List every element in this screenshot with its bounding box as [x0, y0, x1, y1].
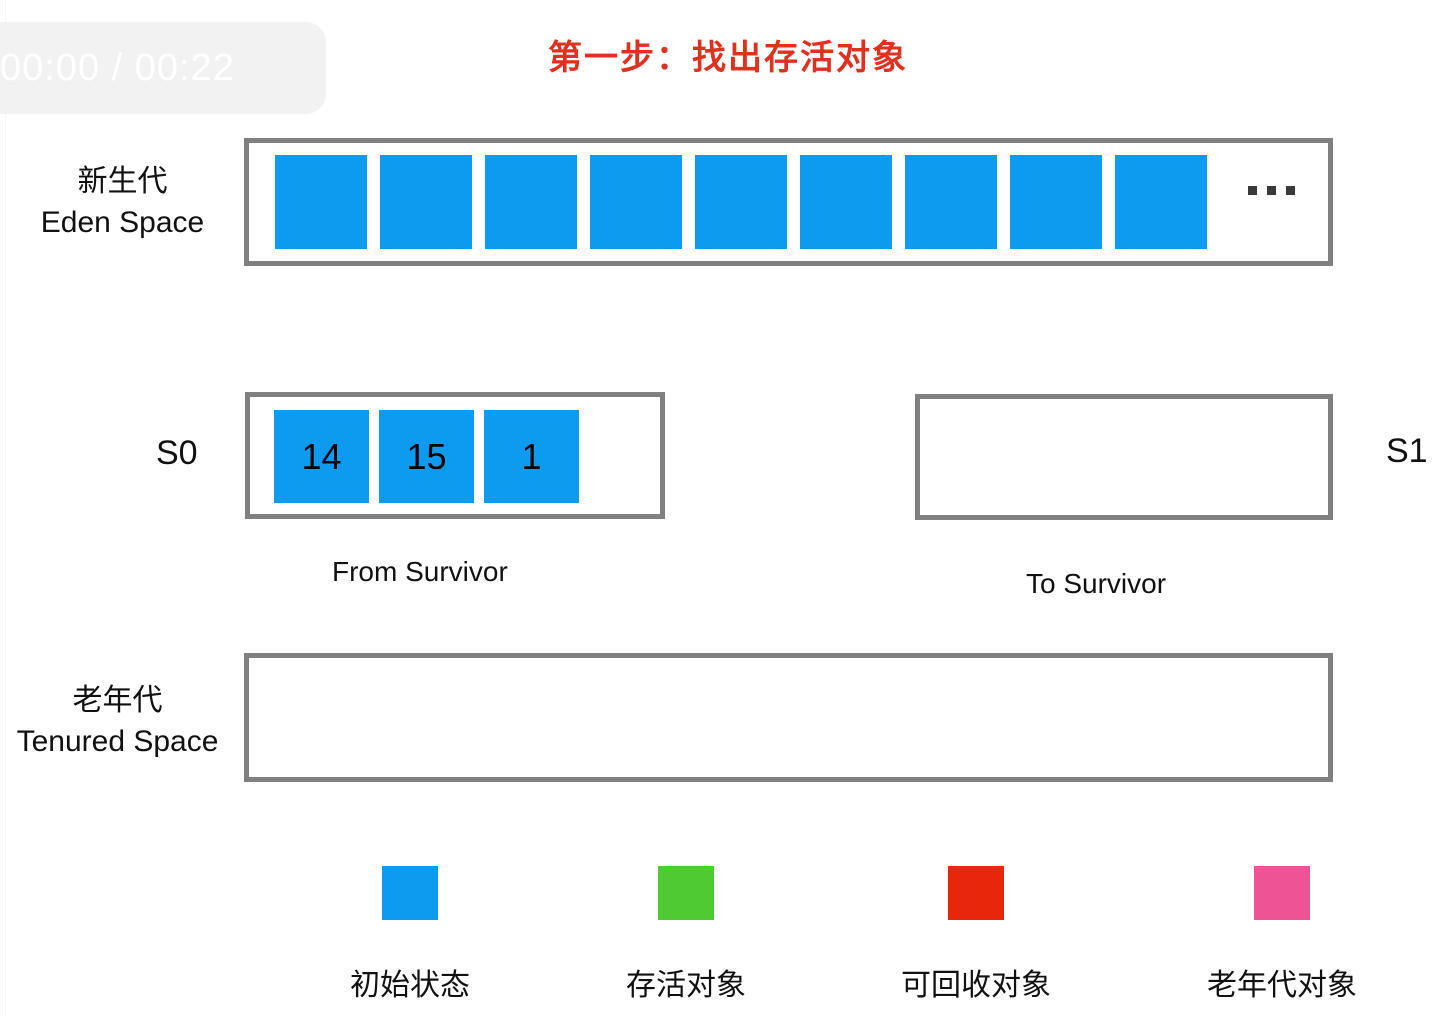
eden-object	[800, 155, 892, 249]
to-survivor-caption: To Survivor	[1026, 568, 1167, 599]
eden-object	[905, 155, 997, 249]
legend-label-initial-state: 初始状态	[350, 969, 470, 1002]
legend-item-alive-object: 存活对象	[566, 866, 806, 1004]
legend-item-tenured-object: 老年代对象	[1162, 866, 1402, 1004]
eden-object	[1010, 155, 1102, 249]
legend-swatch-initial-state	[382, 866, 438, 920]
page-title: 第一步：找出存活对象	[548, 39, 908, 77]
survivor-from-object: 15	[379, 410, 474, 503]
tenured-space-region	[244, 653, 1333, 782]
survivor-to-side-label: S1	[1386, 432, 1428, 470]
survivor-from-side-label: S0	[156, 434, 198, 472]
eden-object	[380, 155, 472, 249]
legend: 初始状态 存活对象 可回收对象 老年代对象	[0, 866, 1456, 1006]
eden-object	[275, 155, 367, 249]
eden-label-en: Eden Space	[40, 205, 205, 239]
eden-object	[590, 155, 682, 249]
tenured-label-en: Tenured Space	[16, 724, 219, 758]
video-timestamp: 00:00 / 00:22	[0, 46, 235, 89]
legend-item-collectible-object: 可回收对象	[856, 866, 1096, 1004]
eden-space-label: 新生代 Eden Space	[10, 162, 235, 243]
eden-object	[1115, 155, 1207, 249]
eden-label-cn: 新生代	[77, 165, 168, 198]
video-time-overlay: 00:00 / 00:22	[0, 22, 326, 114]
eden-overflow-ellipsis-icon	[1248, 186, 1308, 198]
tenured-space-label: 老年代 Tenured Space	[0, 681, 235, 762]
from-survivor-caption: From Survivor	[332, 556, 508, 587]
legend-label-alive-object: 存活对象	[626, 969, 746, 1002]
tenured-label-cn: 老年代	[72, 684, 163, 717]
survivor-from-object: 1	[484, 410, 579, 503]
legend-label-collectible-object: 可回收对象	[901, 969, 1051, 1002]
legend-label-tenured-object: 老年代对象	[1207, 969, 1357, 1002]
legend-swatch-alive-object	[658, 866, 714, 920]
legend-swatch-collectible-object	[948, 866, 1004, 920]
eden-object	[485, 155, 577, 249]
legend-swatch-tenured-object	[1254, 866, 1310, 920]
eden-object	[695, 155, 787, 249]
legend-item-initial-state: 初始状态	[290, 866, 530, 1004]
survivor-to-region	[915, 394, 1333, 520]
survivor-from-object: 14	[274, 410, 369, 503]
left-edge-guide	[5, 0, 6, 1016]
